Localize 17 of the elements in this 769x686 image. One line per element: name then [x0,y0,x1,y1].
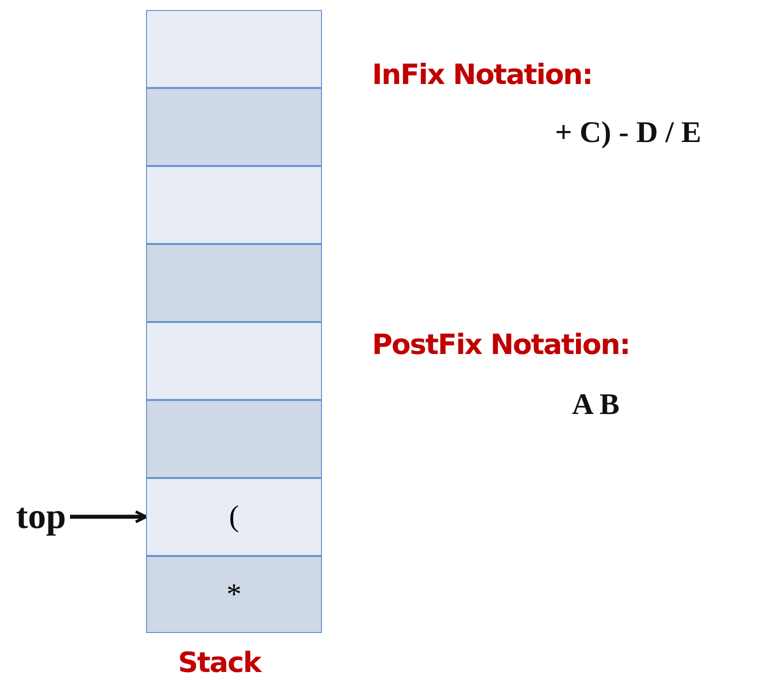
stack-cell [146,322,322,400]
stack-cell [146,556,322,633]
stack-cell [146,478,322,556]
arrow [70,510,148,524]
heading-label: InFix Notation: [372,58,592,91]
expression-text: A B [572,388,620,422]
stack-cell [146,244,322,322]
stack-item: * [226,578,242,612]
stack-cell [146,10,322,88]
stack-item: ( [229,500,239,534]
pointer-label: top [16,497,70,537]
heading-label: Stack [178,646,261,679]
stack-cell [146,88,322,166]
stack-cell [146,166,322,244]
heading-label: PostFix Notation: [372,328,630,361]
expression-text: + C) - D / E [555,116,702,150]
stack-cell [146,400,322,478]
